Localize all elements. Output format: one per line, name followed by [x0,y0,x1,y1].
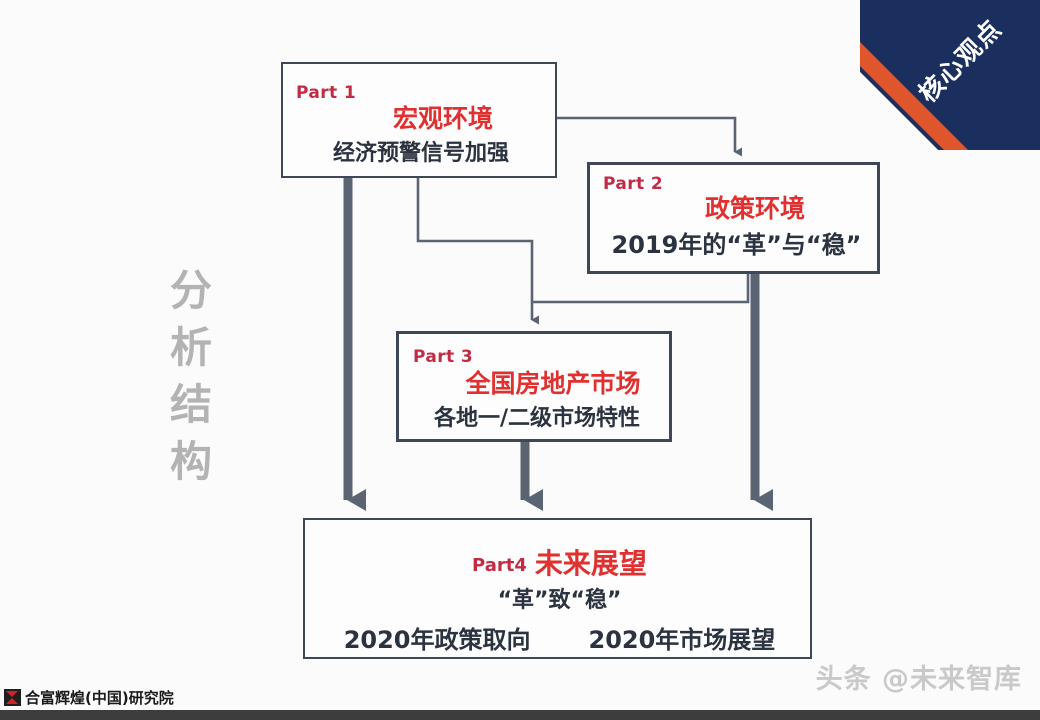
part-3-headline: 全国房地产市场 [465,369,641,398]
part-4-footer-1: 2020年政策取向 [343,626,531,654]
part-3-subline: 各地一/二级市场特性 [433,406,641,431]
part-4-tag: Part4 [472,555,527,576]
part-4-headline: 未来展望 [534,547,647,580]
part-1-subline: 经济预警信号加强 [332,141,509,166]
side-title-char-2: 析 [169,323,212,372]
part-2-headline: 政策环境 [704,194,805,223]
brand-name: 合富辉煌(中国)研究院 [25,689,174,707]
part-3-box[interactable]: Part 3 全国房地产市场 各地一/二级市场特性 [396,331,672,442]
part-2-box[interactable]: Part 2 政策环境 2019年的“革”与“稳” [587,162,880,274]
part-1-box[interactable]: Part 1 宏观环境 经济预警信号加强 [281,62,557,178]
footer-bar [0,710,1040,720]
side-title-char-1: 分 [169,266,212,315]
part-4-subline: “革”致“稳” [497,588,622,613]
part-4-title-row: Part4 未来展望 [305,542,814,582]
watermark-text: 头条 @未来智库 [815,664,1022,695]
side-title-char-4: 构 [169,437,212,486]
part-3-tag: Part 3 [413,347,474,367]
analysis-structure-title: 分 析 结 构 [155,262,227,490]
connector-part1-to-part2 [557,116,742,157]
connector-part2-to-part3 [532,273,750,304]
part-2-subline: 2019年的“革”与“稳” [611,231,862,259]
part-1-tag: Part 1 [296,83,357,103]
part-4-box[interactable]: Part4 未来展望 “革”致“稳” 2020年政策取向 2020年市场展望 [303,518,812,659]
part-2-tag: Part 2 [603,174,664,194]
part-4-footer-2: 2020年市场展望 [588,626,776,654]
brand-logo: 合富辉煌(中国)研究院 [4,687,174,708]
hourglass-logo-icon [4,689,21,706]
part-1-headline: 宏观环境 [392,104,493,133]
connector-part1-to-part3 [416,178,539,325]
side-title-char-3: 结 [169,380,212,429]
part-4-footer-row: 2020年政策取向 2020年市场展望 [305,620,814,655]
